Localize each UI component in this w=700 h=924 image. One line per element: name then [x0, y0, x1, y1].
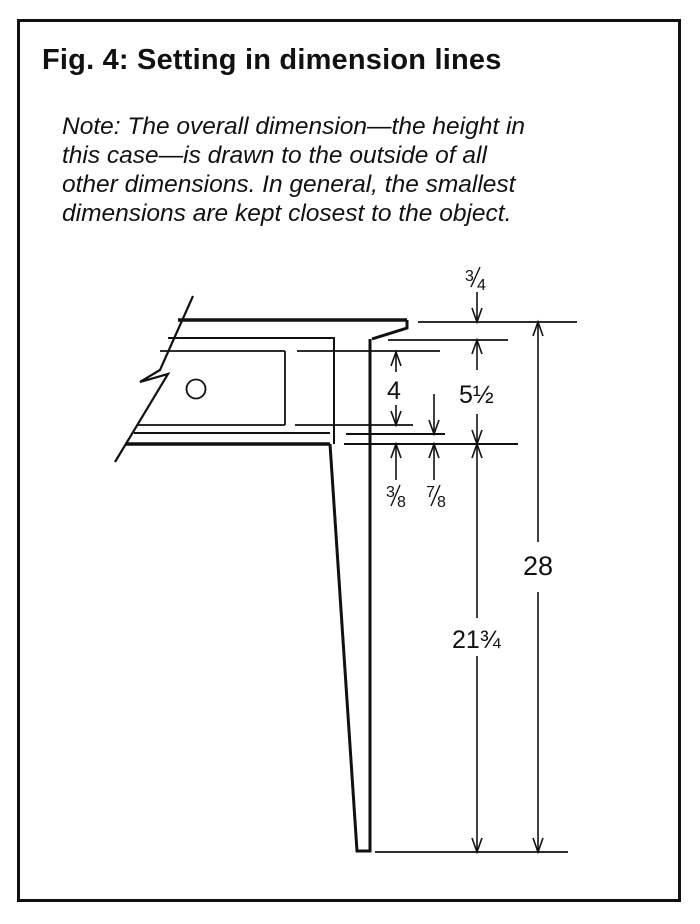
leg — [328, 338, 372, 853]
label-rail-gap-a-den: 8 — [397, 494, 406, 511]
table-object — [114, 295, 518, 853]
note-line: dimensions are kept closest to the objec… — [62, 200, 512, 227]
label-rail-gap-b-den: 8 — [437, 494, 446, 511]
dimension-leg-height: 21¾ — [452, 443, 502, 853]
dimension-top-thickness: 3 4 — [465, 266, 486, 323]
rail — [126, 432, 518, 446]
label-apron-height: 5½ — [459, 381, 494, 409]
label-rail-gap-a-num: 3 — [386, 484, 395, 501]
dimension-rail-gap-a: 3 8 — [386, 443, 406, 511]
note-line: Note: The overall dimension—the height i… — [62, 113, 526, 140]
label-leg-height: 21¾ — [452, 626, 502, 654]
label-overall-height: 28 — [523, 551, 553, 581]
figure-note: Note: The overall dimension—the height i… — [62, 112, 682, 228]
dimension-apron-inner: 4 — [387, 351, 402, 426]
screw-hole — [185, 378, 207, 400]
label-top-thickness-den: 4 — [477, 277, 486, 294]
extension-lines — [375, 321, 577, 853]
dimension-overall-height: 28 — [523, 321, 553, 853]
label-rail-gap-b-num: 7 — [426, 484, 435, 501]
figure-title: Fig. 4: Setting in dimension lines — [42, 44, 502, 76]
dimension-rail-gap-b: 7 8 — [426, 394, 446, 511]
figure-frame — [17, 19, 681, 902]
note-line: other dimensions. In general, the smalle… — [62, 171, 516, 198]
label-apron-inner: 4 — [387, 377, 401, 405]
dimension-apron-height: 5½ — [459, 339, 494, 445]
note-line: this case—is drawn to the outside of all — [62, 142, 487, 169]
label-top-thickness-num: 3 — [465, 268, 474, 285]
break-line — [114, 295, 195, 463]
tabletop — [168, 318, 409, 341]
